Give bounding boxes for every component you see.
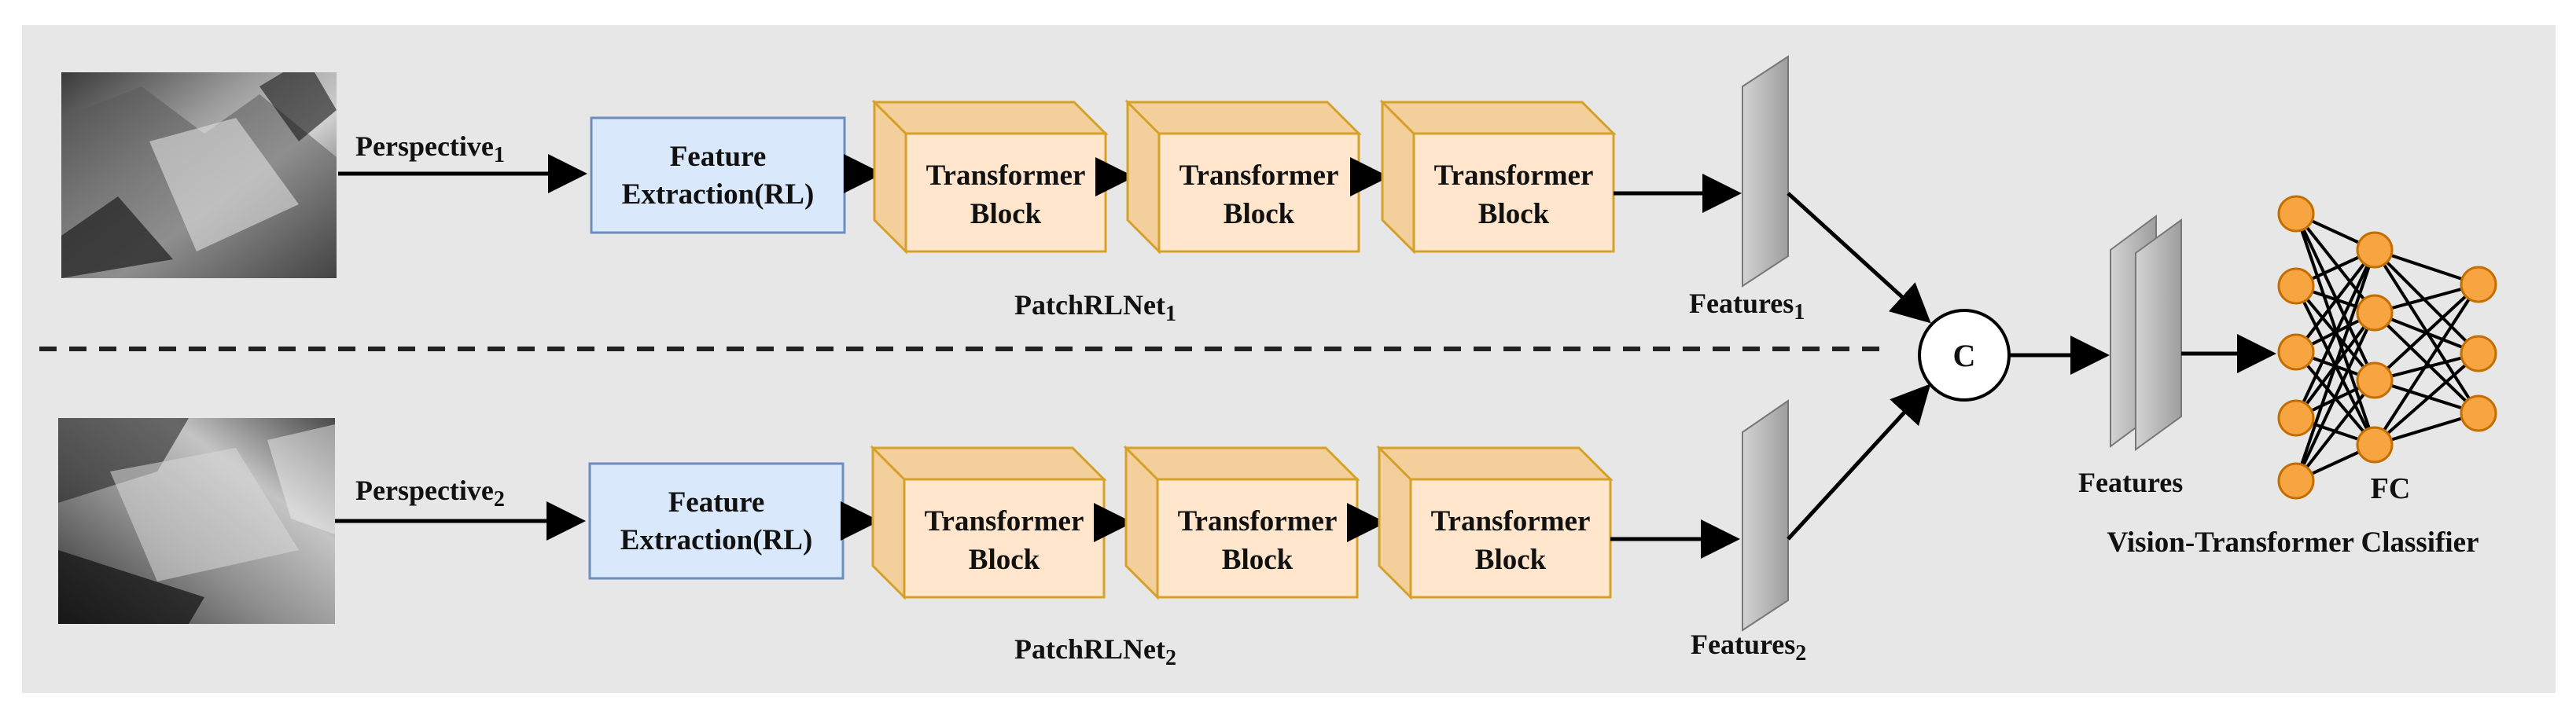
block-2-3-line1: Transformer	[1431, 505, 1591, 537]
block-2-1-line1: Transformer	[925, 505, 1084, 537]
fc-neuron-layer-2	[2356, 231, 2394, 269]
side-view-photo-icon	[58, 418, 335, 624]
merged-feature-vectors	[2110, 215, 2182, 451]
fc-neuron-layer-2	[2356, 426, 2394, 464]
fc-neuron-layer-1	[2277, 333, 2315, 371]
features-2-label: Features2	[1691, 629, 1806, 666]
transformer-block-1-3: Transformer Block	[1379, 99, 1617, 255]
arrow-features-1-to-concat	[1787, 192, 1931, 324]
transformer-block-2-2: Transformer Block	[1123, 445, 1360, 600]
fc-neuron-layer-1	[2277, 267, 2315, 305]
fc-neuron-layer-1	[2277, 195, 2315, 233]
fc-label: FC	[2371, 472, 2411, 505]
block-1-1-line1: Transformer	[926, 160, 1086, 192]
feature-extraction-1-line1: Feature	[670, 141, 767, 173]
fc-connection	[2373, 352, 2480, 446]
fc-network	[2277, 195, 2497, 500]
fc-connection	[2294, 312, 2376, 482]
fc-neuron-layer-1	[2277, 462, 2315, 500]
patchrlnet-2-label: PatchRLNet2	[1014, 633, 1176, 670]
feature-vector-1	[1742, 55, 1789, 288]
fc-neuron-layer-3	[2460, 394, 2497, 432]
perspective-2-label: Perspective2	[355, 475, 505, 512]
block-1-2-line2: Block	[1224, 198, 1295, 230]
block-2-1-line2: Block	[969, 544, 1040, 576]
fc-connection	[2373, 283, 2480, 382]
feature-extraction-box-1: Feature Extraction(RL)	[590, 116, 846, 234]
transformer-block-2-1: Transformer Block	[870, 445, 1107, 600]
fc-connection	[2294, 213, 2376, 446]
feature-extraction-2-line2: Extraction(RL)	[620, 524, 813, 556]
transformer-block-1-2: Transformer Block	[1124, 99, 1362, 255]
block-2-2-line1: Transformer	[1178, 505, 1338, 537]
fc-connection	[2373, 283, 2480, 446]
fc-connection	[2294, 249, 2376, 482]
fc-neuron-layer-1	[2277, 399, 2315, 437]
feature-vector-2	[1742, 399, 1789, 632]
fc-connection	[2294, 379, 2376, 482]
merged-features-label: Features	[2078, 467, 2183, 498]
arrow-features-2-to-concat	[1787, 383, 1931, 541]
block-1-3-line2: Block	[1478, 198, 1550, 230]
stream-2: Perspective2 Feature Extraction(RL) Tran…	[58, 383, 1931, 670]
fc-connection	[2294, 248, 2376, 354]
transformer-block-2-3: Transformer Block	[1376, 445, 1614, 600]
classifier-label: Vision-Transformer Classifier	[2107, 526, 2478, 559]
stream-1: Perspective1 Feature Extraction(RL) Tran…	[61, 55, 1931, 326]
fc-connection	[2373, 248, 2480, 355]
feature-extraction-box-2: Feature Extraction(RL)	[588, 462, 845, 580]
fc-neuron-layer-2	[2356, 361, 2394, 399]
fc-connection	[2294, 249, 2376, 419]
concat-node: C	[1918, 309, 2011, 402]
block-1-3-line1: Transformer	[1434, 160, 1594, 192]
patchrlnet-1-label: PatchRLNet1	[1014, 289, 1176, 326]
block-2-3-line2: Block	[1475, 544, 1547, 576]
block-2-2-line2: Block	[1222, 544, 1294, 576]
block-1-2-line1: Transformer	[1179, 160, 1339, 192]
fc-connection	[2294, 212, 2376, 314]
fc-neuron-layer-3	[2460, 266, 2497, 303]
block-1-1-line2: Block	[970, 198, 1042, 230]
fc-neuron-layer-2	[2356, 294, 2394, 332]
fc-connection	[2294, 213, 2376, 381]
feature-extraction-2-line1: Feature	[668, 486, 765, 519]
features-1-label: Features1	[1689, 288, 1805, 325]
concat-symbol: C	[1953, 338, 1976, 373]
fc-neuron-layer-3	[2460, 335, 2497, 372]
transformer-block-1-1: Transformer Block	[871, 99, 1109, 255]
feature-extraction-1-line2: Extraction(RL)	[622, 178, 815, 211]
perspective-1-label: Perspective1	[355, 130, 505, 167]
top-view-photo-icon	[61, 72, 337, 278]
